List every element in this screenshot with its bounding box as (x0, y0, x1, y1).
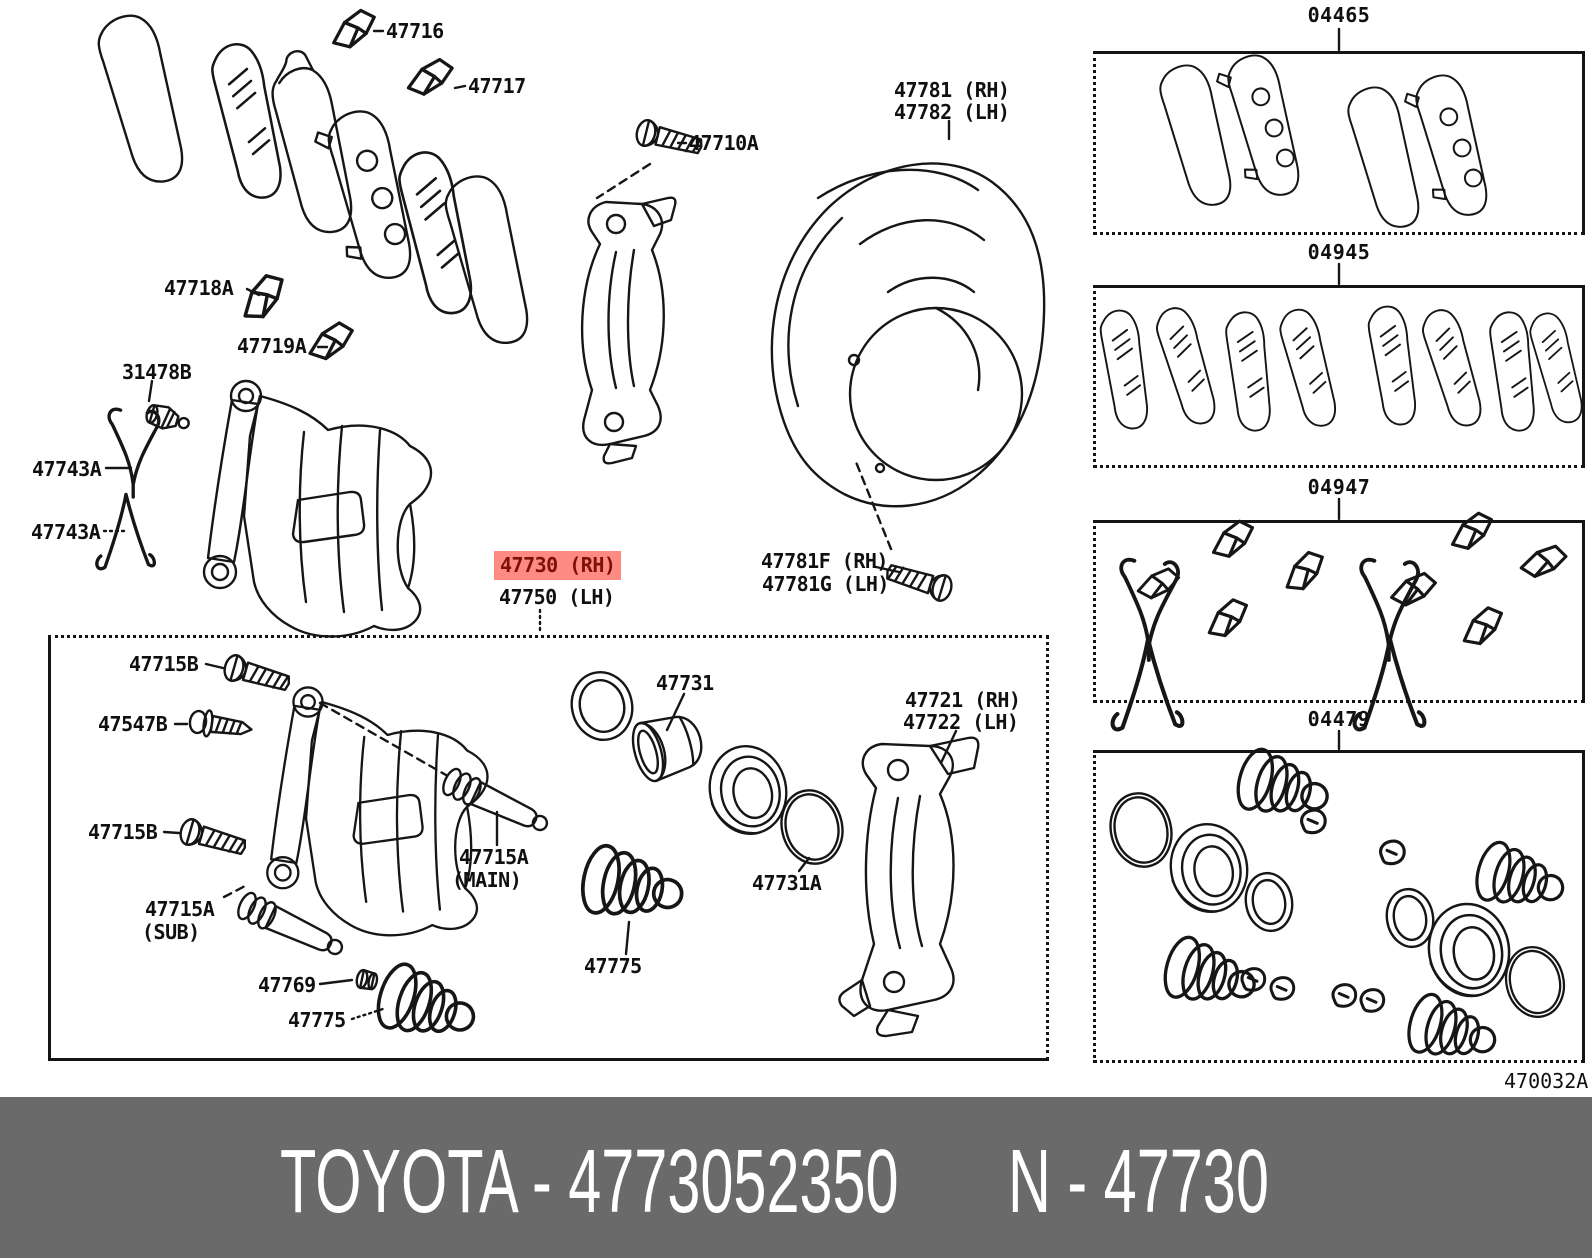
part-label-47710a[interactable]: 47710A (689, 131, 759, 155)
part-label-47722-lh[interactable]: 47722 (LH) (903, 710, 1019, 734)
kit-box-04947 (1093, 520, 1585, 703)
cylinder-assembly-kit-box (48, 635, 1049, 1061)
bleeder-31478b-drawing (142, 400, 193, 437)
part-label-47743a-lower[interactable]: 47743A (31, 520, 101, 544)
kit-code-04945[interactable]: 04945 (1307, 240, 1371, 264)
part-label-47731a[interactable]: 47731A (752, 871, 822, 895)
banner-brand-part-number: TOYOTA - 4773052350 (280, 1132, 899, 1232)
front-pads-exploded-drawing (91, 8, 541, 362)
part-label-47781g-lh[interactable]: 47781G (LH) (762, 572, 889, 596)
pad-support-47719a-drawing (308, 319, 355, 362)
kit-box-04465 (1093, 51, 1585, 235)
part-label-47743a-upper[interactable]: 47743A (32, 457, 102, 481)
part-number-banner: TOYOTA - 4773052350 N - 47730 (0, 1097, 1592, 1258)
part-label-47715a-main[interactable]: 47715A (459, 845, 529, 869)
dust-cover-drawing (770, 162, 1046, 605)
kit-code-04465[interactable]: 04465 (1307, 3, 1371, 27)
part-label-47730-rh-highlighted[interactable]: 47730 (RH) (494, 551, 622, 580)
part-label-47717[interactable]: 47717 (468, 74, 526, 98)
part-label-47781f-rh[interactable]: 47781F (RH) (761, 549, 888, 573)
part-label-47547b[interactable]: 47547B (98, 712, 168, 736)
part-label-47715b-top[interactable]: 47715B (129, 652, 199, 676)
part-label-47715b-left[interactable]: 47715B (88, 820, 158, 844)
kit-code-04479[interactable]: 04479 (1307, 707, 1371, 731)
pad-support-47718a-drawing (236, 271, 291, 322)
bolt-47781f-drawing (882, 557, 956, 605)
part-label-47775-mid[interactable]: 47775 (584, 954, 642, 978)
kit-box-04479 (1093, 750, 1585, 1063)
part-label-47715a-sub[interactable]: 47715A (145, 897, 215, 921)
diagram-artwork (91, 8, 1591, 1074)
part-label-47731[interactable]: 47731 (656, 671, 714, 695)
pad-clip-47716-drawing (332, 8, 376, 49)
banner-short-number: N - 47730 (1008, 1132, 1269, 1232)
kit-box-04945 (1093, 285, 1585, 468)
part-label-47715a-main-note: (MAIN) (452, 868, 522, 892)
part-label-31478b[interactable]: 31478B (122, 360, 192, 384)
mounting-bracket-drawing (580, 117, 706, 465)
part-label-47715a-sub-note: (SUB) (142, 920, 200, 944)
part-label-47721-rh[interactable]: 47721 (RH) (905, 688, 1021, 712)
caliper-assembly-drawing (95, 379, 433, 638)
part-label-47718a[interactable]: 47718A (164, 276, 234, 300)
kit-code-04947[interactable]: 04947 (1307, 475, 1371, 499)
part-label-47719a[interactable]: 47719A (237, 334, 307, 358)
diagram-area: 47716 47717 47718A 47719A 31478B 47743A … (31, 3, 1591, 1093)
part-label-47781-rh[interactable]: 47781 (RH) (894, 78, 1010, 102)
diagram-reference-code: 470032A (1504, 1069, 1589, 1093)
part-label-47769[interactable]: 47769 (258, 973, 316, 997)
part-label-47775-left[interactable]: 47775 (288, 1008, 346, 1032)
part-label-47750-lh[interactable]: 47750 (LH) (499, 585, 615, 609)
part-label-47782-lh[interactable]: 47782 (LH) (894, 100, 1010, 124)
pad-clip-47717-drawing (406, 54, 455, 100)
leader-lines (102, 27, 1341, 1021)
part-label-47716[interactable]: 47716 (386, 19, 444, 43)
